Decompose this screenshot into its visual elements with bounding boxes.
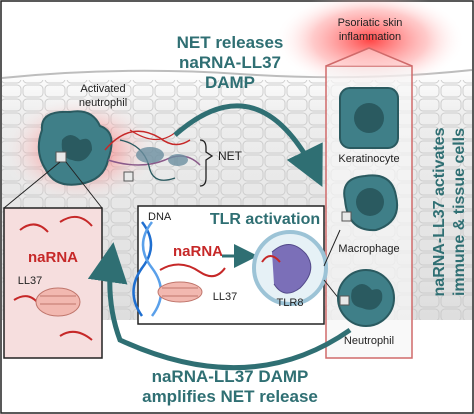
endosome — [252, 230, 328, 306]
center-title: TLR activation — [210, 211, 320, 228]
cell-column-roof — [325, 47, 413, 67]
macrophage-cell — [341, 174, 398, 232]
top-label-line2: naRNA-LL37 — [179, 53, 281, 72]
keratinocyte-label: Keratinocyte — [338, 153, 399, 165]
left-inset — [3, 207, 103, 359]
center-dna-label: DNA — [148, 211, 172, 223]
side-label-line1: naRNA-LL37 activates — [431, 127, 448, 296]
center-tlr8: TLR8 — [277, 297, 304, 309]
ll37-peptide-center — [157, 281, 203, 303]
center-ll37: LL37 — [213, 291, 237, 303]
bottom-arrow — [87, 242, 352, 371]
top-arrow — [173, 103, 323, 187]
left-inset-connector-2 — [65, 161, 103, 209]
bottom-label-line2: amplifies NET release — [142, 387, 318, 406]
macrophage-label: Macrophage — [338, 243, 399, 255]
left-inset-rna-strands — [13, 215, 93, 341]
activated-neutrophil-line2: neutrophil — [79, 97, 127, 109]
bottom-label-line1: naRNA-LL37 DAMP — [152, 367, 309, 386]
keratinocyte-cell — [339, 87, 399, 149]
left-inset-narna: naRNA — [28, 249, 78, 266]
net-bracket — [199, 139, 214, 187]
neutrophil-label: Neutrophil — [344, 335, 394, 347]
left-inset-connector-1 — [3, 161, 61, 209]
top-label-line1: NET releases — [177, 33, 284, 52]
side-label-line2: immune & tissue cells — [451, 128, 468, 296]
net-label: NET — [218, 149, 243, 163]
center-connector-upper — [323, 229, 341, 267]
activated-neutrophil-line1: Activated — [80, 83, 125, 95]
left-inset-ll37: LL37 — [18, 275, 42, 287]
inflammation-glow-top — [275, 0, 465, 90]
center-rna-strand — [159, 263, 226, 278]
net-web — [104, 127, 201, 182]
top-label-line3: DAMP — [205, 73, 255, 92]
psoriatic-line1: Psoriatic skin — [338, 17, 403, 29]
dna-helix — [132, 221, 163, 317]
center-narna: naRNA — [173, 243, 223, 260]
psoriatic-line2: inflammation — [339, 31, 401, 43]
neutrophil-cell — [337, 269, 395, 327]
ll37-peptide-left — [35, 287, 81, 317]
